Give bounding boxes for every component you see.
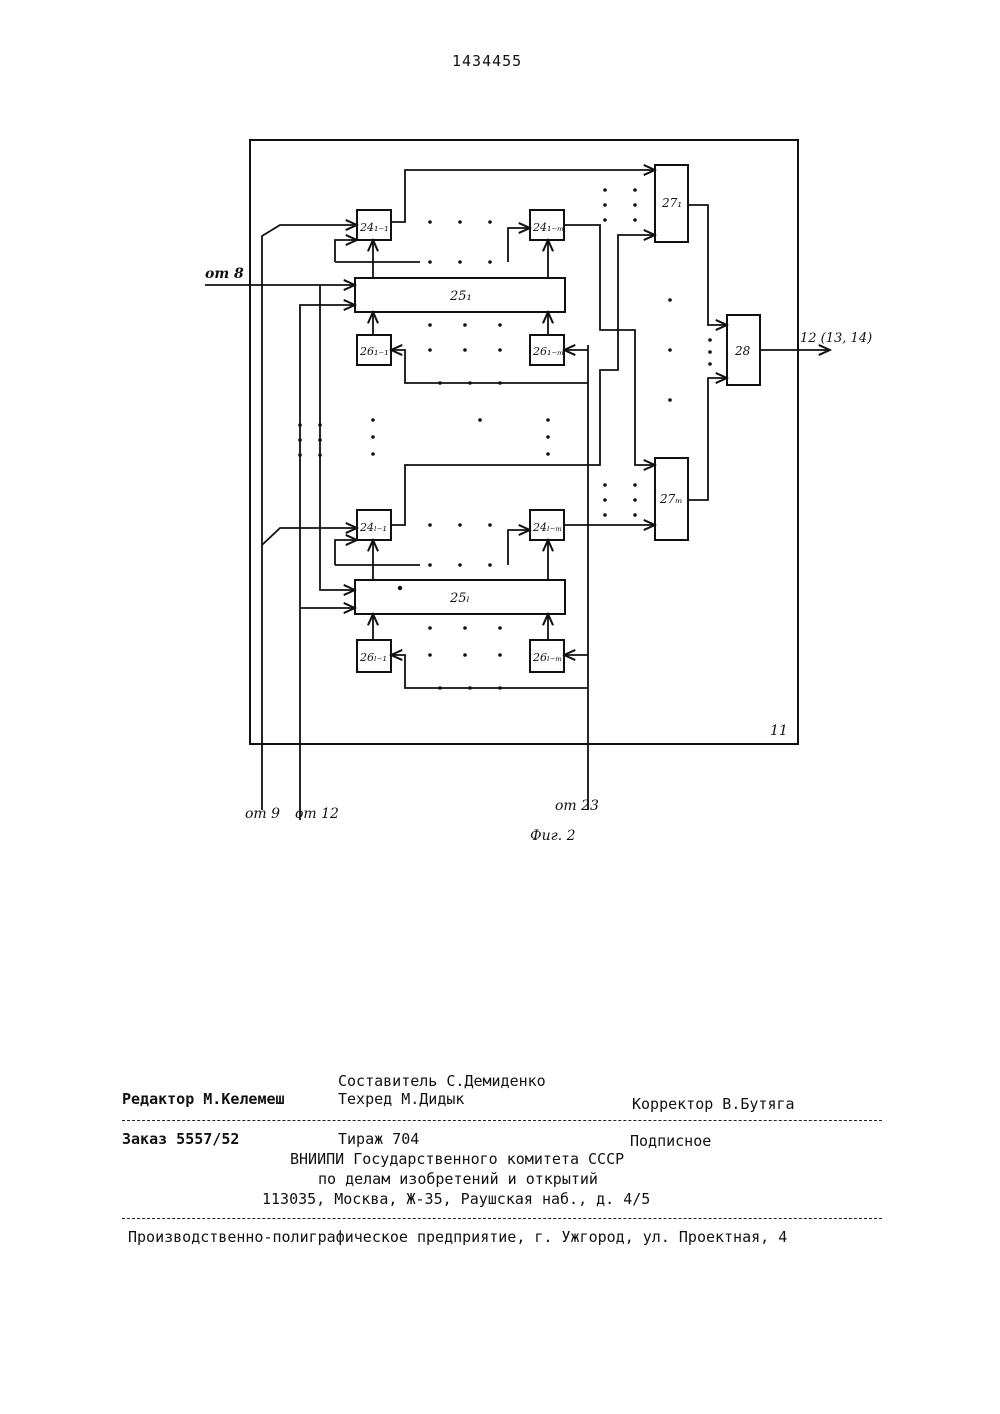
printer: Производственно-полиграфическое предприя… xyxy=(128,1228,787,1246)
subscription: Подписное xyxy=(630,1132,711,1150)
compiler: Составитель С.Демиденко xyxy=(338,1072,546,1090)
circulation: Тираж 704 xyxy=(338,1130,419,1148)
order: Заказ 5557/52 xyxy=(122,1130,239,1148)
divider-top xyxy=(122,1120,882,1121)
techred: Техред М.Дидык xyxy=(338,1090,464,1108)
org-line-3: 113035, Москва, Ж-35, Раушская наб., д. … xyxy=(262,1190,650,1208)
org-line-2: по делам изобретений и открытий xyxy=(318,1170,598,1188)
editor: Редактор М.Келемеш xyxy=(122,1090,285,1108)
org-line-1: ВНИИПИ Государственного комитета СССР xyxy=(290,1150,624,1168)
corrector: Корректор В.Бутяга xyxy=(632,1095,795,1113)
divider-bottom xyxy=(122,1218,882,1219)
